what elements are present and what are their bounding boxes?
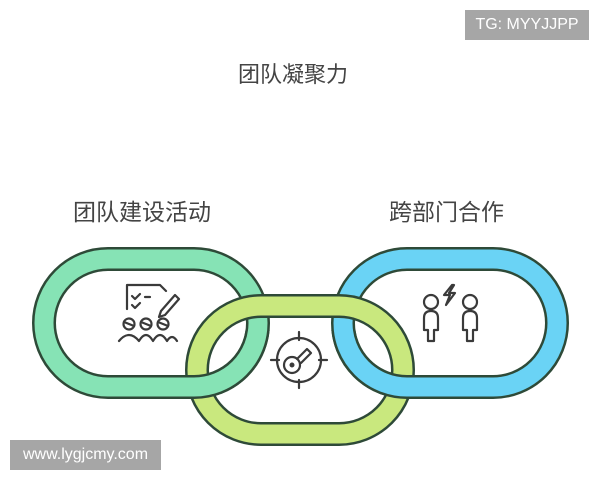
link-label-cross-department: 跨部门合作 (389, 200, 504, 226)
chain-link-left (32, 247, 270, 399)
watermark-url: www.lygjcmy.com (10, 440, 161, 470)
target-key-icon (269, 330, 329, 390)
people-conflict-icon (422, 283, 479, 343)
team-checklist-icon (117, 283, 181, 343)
link-label-team-building: 团队建设活动 (73, 200, 211, 226)
watermark-tg: TG: MYYJJPP (465, 10, 589, 40)
diagram-title: 团队凝聚力 (238, 63, 349, 88)
chain-link-middle (185, 294, 415, 446)
chain-link-right (331, 247, 569, 399)
